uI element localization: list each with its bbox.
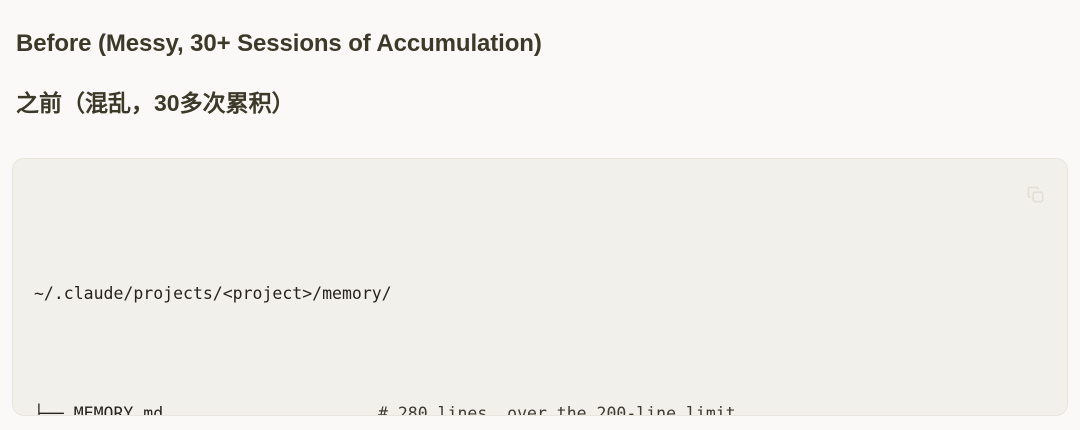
- code-line-entry: ├── MEMORY.md# 280 lines, over the 200-l…: [34, 399, 914, 416]
- file-name: MEMORY.md: [73, 404, 164, 416]
- tree-entry-cell: ├── MEMORY.md: [34, 399, 378, 416]
- code-comment: # 280 lines, over the 200-line limit: [378, 404, 736, 416]
- copy-icon: [1026, 185, 1045, 204]
- page-title-chinese: 之前（混乱，30多次累积）: [16, 90, 295, 117]
- code-line-root-path: ~/.claude/projects/<project>/memory/: [34, 284, 392, 303]
- tree-branch-glyph: ├──: [34, 404, 74, 416]
- code-block-panel: ~/.claude/projects/<project>/memory/ ├──…: [12, 158, 1068, 416]
- copy-code-button[interactable]: [1022, 181, 1048, 207]
- code-content: ~/.claude/projects/<project>/memory/ ├──…: [13, 159, 914, 416]
- page-title-english: Before (Messy, 30+ Sessions of Accumulat…: [16, 30, 542, 58]
